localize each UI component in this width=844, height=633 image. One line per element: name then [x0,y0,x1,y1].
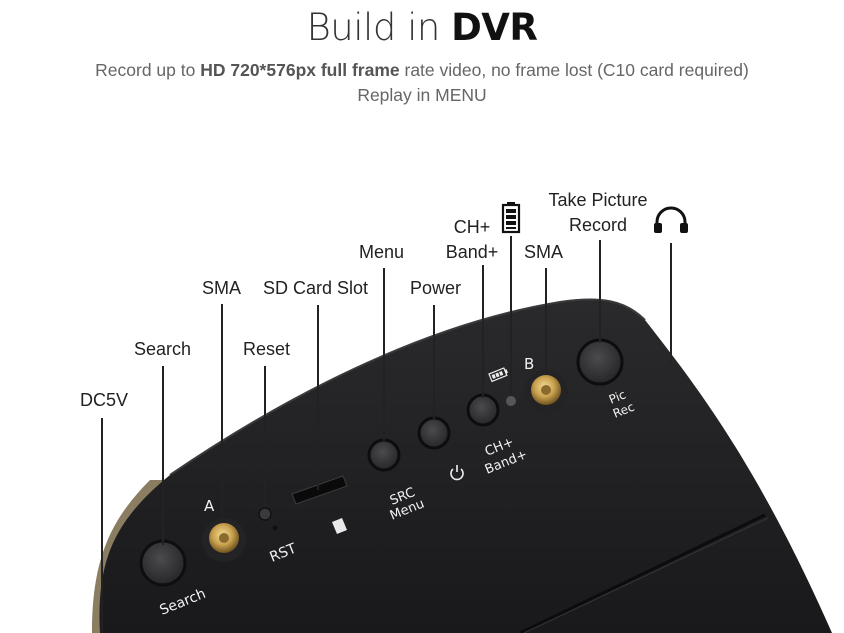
callout-take-picture: Take Picture [548,190,648,210]
reset-led [272,525,278,531]
page-title: Build in DVR [0,6,844,49]
callout-power: Power [410,278,462,298]
callout-record: Record [568,215,628,235]
callout-ch-band: CH+ Band+ [444,215,500,265]
battery-icon [501,202,521,234]
device-label-a: A [204,497,215,515]
callout-menu: Menu [359,242,405,262]
menu-button-shape [367,438,401,472]
subtitle-line-1: Record up to HD 720*576px full frame rat… [0,60,844,81]
subtitle-post: rate video, no frame lost (C10 card requ… [399,60,749,80]
headphones-icon [654,206,688,233]
sd-card-icon [332,518,347,534]
callout-sma-a: SMA [202,278,242,298]
ch-button-shape [466,393,500,427]
sd-card-slot-shape [291,475,348,505]
search-button-shape [139,539,187,587]
callout-pic-rec: Take Picture Record [548,188,648,238]
power-icon [450,465,464,481]
device-label-pic: Pic [607,387,628,406]
sma-b-center [541,385,551,395]
battery-small-icon [488,367,508,383]
subtitle-bold: HD 720*576px full frame [200,60,400,80]
callout-ch-line1: CH+ [453,217,491,237]
power-button-shape [417,416,451,450]
callout-sd-card-slot: SD Card Slot [263,278,369,298]
device-top-edge [169,298,646,476]
reset-hole [258,507,272,521]
device-body [99,299,832,633]
callout-reset: Reset [243,339,291,359]
callout-ch-line2: Band+ [445,242,499,262]
title-bold: DVR [451,6,538,49]
subtitle-pre: Record up to [95,60,201,80]
callout-dc5v: DC5V [80,390,129,410]
title-light: Build in [306,6,441,49]
device-label-b: B [524,355,534,373]
callout-sma-b: SMA [524,242,564,262]
device-seam-highlight [523,517,769,633]
sma-a-center [219,533,229,543]
callout-search: Search [134,339,192,359]
subtitle-line-2: Replay in MENU [357,85,487,105]
pic-rec-button-shape [576,338,624,386]
device-seam [519,513,766,633]
leader-lines [101,236,672,633]
battery-led [506,396,516,406]
